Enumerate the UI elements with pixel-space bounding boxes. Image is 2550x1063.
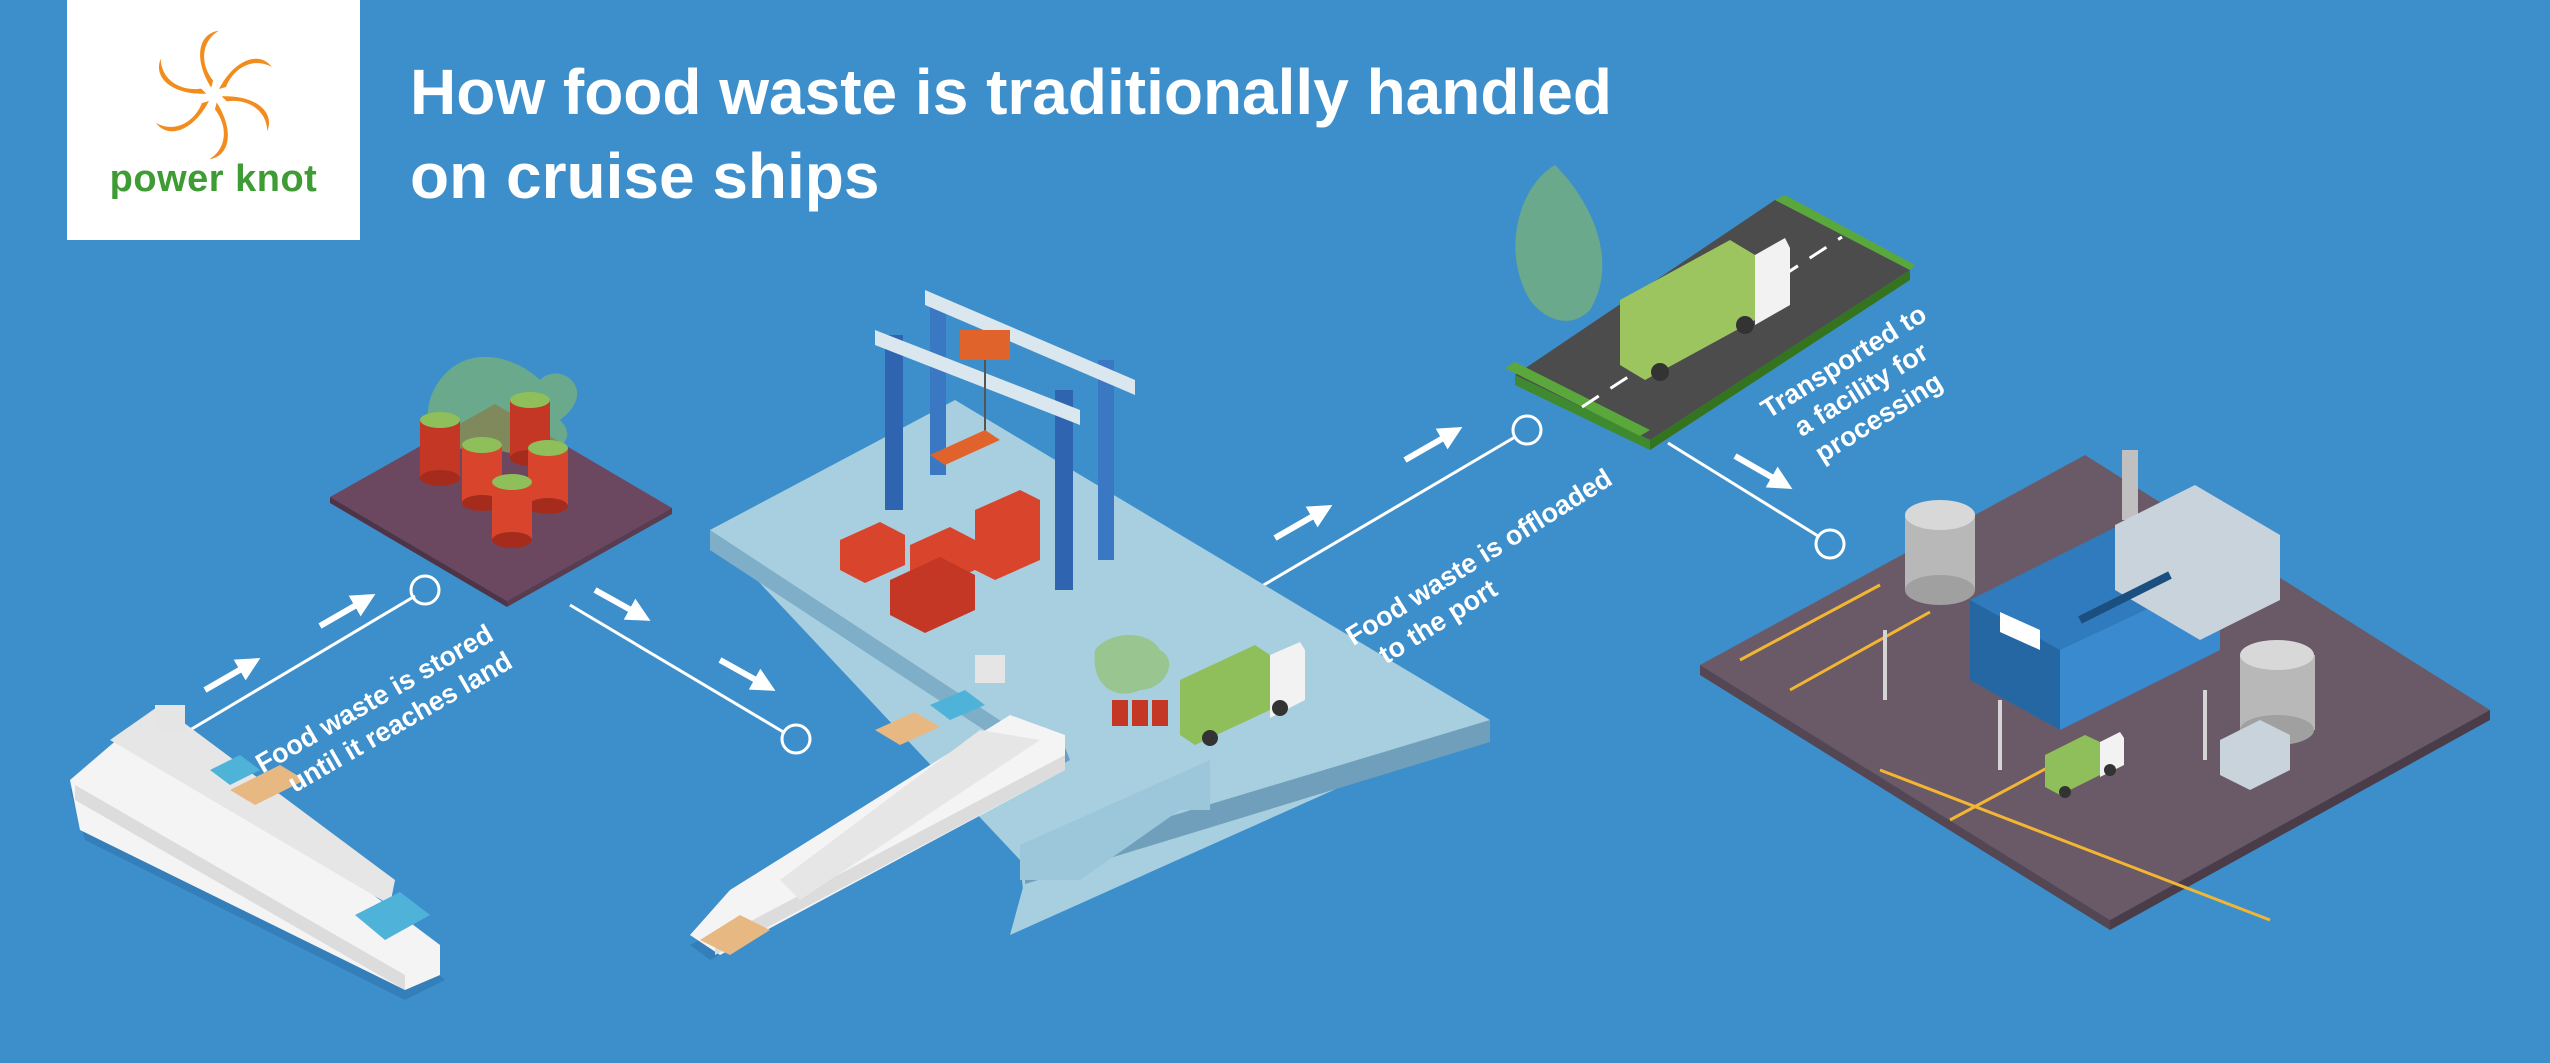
storage-bins [330,356,672,607]
page-title: How food waste is traditionally handled … [410,50,1810,218]
flow-connector-1 [189,574,441,732]
road-with-truck [1505,165,1915,450]
flow-connector-3 [1261,414,1543,588]
arrow-icon [1273,505,1333,541]
arrow-icon [718,657,776,691]
shipping-containers [840,490,1040,633]
logo: power knot [67,0,360,240]
port-waste [1094,635,1170,726]
bin [528,440,568,514]
arrow-icon [593,587,651,621]
cruise-ship-2 [690,655,1070,960]
title-line-1: How food waste is traditionally handled [410,56,1612,128]
arrow-icon [318,593,376,629]
storage-tank-1 [1905,500,1975,605]
cruise-ship-1 [70,705,445,1000]
logo-text: power knot [109,158,318,200]
swirl-logo-icon [156,30,272,160]
flow-connector-4 [1667,441,1846,560]
flow-connector-2 [569,587,812,755]
arrow-icon [1733,453,1793,489]
title-line-2: on cruise ships [410,140,880,212]
gantry-crane [875,290,1135,590]
arrow-icon [1403,427,1463,463]
arrow-icon [203,657,261,693]
bin [492,474,532,548]
garbage-truck-port [1180,642,1305,746]
processing-facility [1700,450,2490,930]
bin [420,412,460,486]
